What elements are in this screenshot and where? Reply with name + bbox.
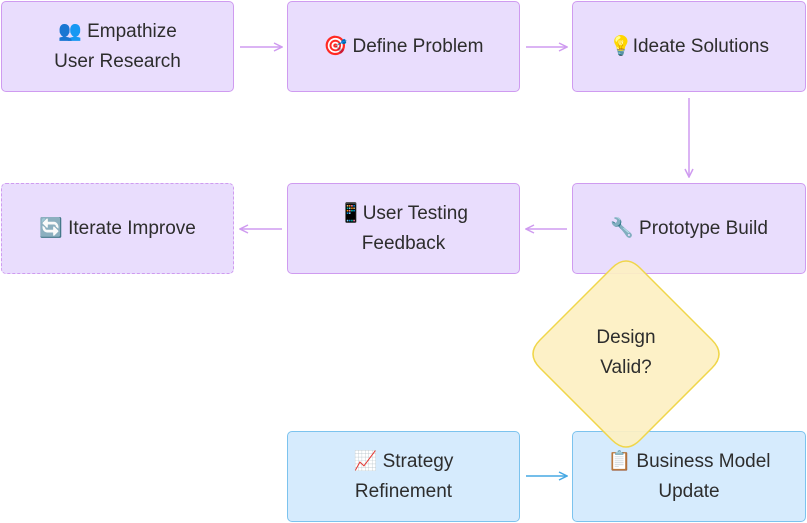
node-prototype-build-label: 🔧 Prototype Build [610,217,768,239]
node-business-model: 📋 Business Model Update [572,431,806,522]
node-prototype-build: 🔧 Prototype Build [572,183,806,274]
node-business-model-label: 📋 Business Model Update [607,450,771,502]
node-iterate-improve: 🔄 Iterate Improve [1,183,234,274]
node-ideate-solutions: 💡Ideate Solutions [572,1,806,92]
node-user-testing-label: 📱User Testing Feedback [339,202,468,254]
node-define-problem: 🎯 Define Problem [287,1,520,92]
decision-diamond [532,260,720,448]
node-iterate-improve-label: 🔄 Iterate Improve [39,217,196,239]
node-empathize-label: 👥 Empathize User Research [54,20,181,72]
node-user-testing: 📱User Testing Feedback [287,183,520,274]
node-strategy-refinement-label: 📈 Strategy Refinement [353,450,454,502]
decision-label: Design Valid? [596,327,656,378]
node-empathize: 👥 Empathize User Research [1,1,234,92]
node-define-problem-label: 🎯 Define Problem [323,35,484,57]
node-strategy-refinement: 📈 Strategy Refinement [287,431,520,522]
node-ideate-solutions-label: 💡Ideate Solutions [609,35,769,57]
